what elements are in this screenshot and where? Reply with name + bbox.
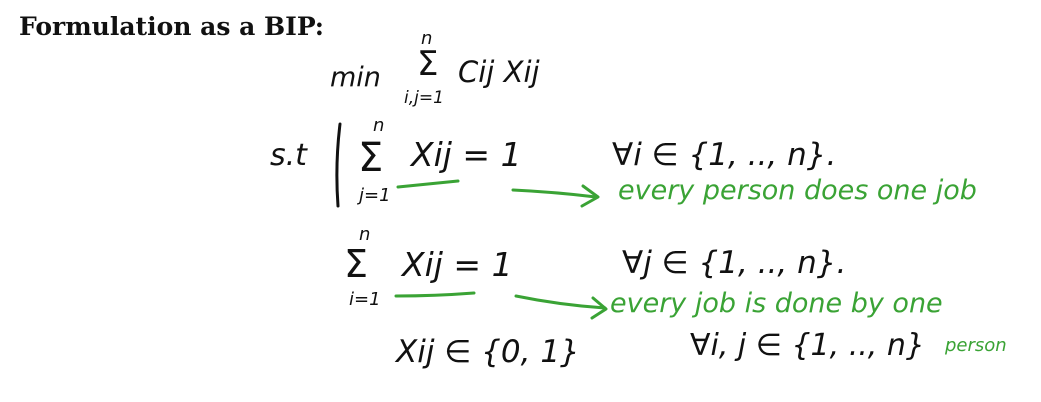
page-heading: Formulation as a BIP: [19,12,324,41]
subject-to-label: s.t [270,138,307,173]
constraint-1-underline [396,179,460,189]
constraint-1-arrowhead [580,184,600,208]
constraint-2-sum-sign: Σ [344,242,369,286]
constraint-2-underline [394,291,476,298]
constraint-2-domain: ∀j ∈ {1, .., n}. [622,245,847,281]
objective-min: min [330,62,381,93]
constraint-2-arrow [514,294,607,310]
binary-constraint-expr: Xij ∈ {0, 1} [396,334,580,370]
constraint-1-expr: Xij = 1 [411,135,522,174]
constraint-bracket [335,122,342,208]
constraint-2-arrowhead [590,296,608,320]
constraint-1-domain: ∀i ∈ {1, .., n}. [612,137,837,173]
constraint-1-sum-lower: j=1 [359,185,391,206]
constraint-2-sum-upper: n [359,224,371,245]
objective-sum-lower: i,j=1 [404,88,444,108]
constraint-2-expr: Xij = 1 [402,245,513,284]
constraint-2-annotation-line2: person [945,335,1007,356]
binary-constraint-domain: ∀i, j ∈ {1, .., n} [690,328,925,363]
constraint-2-annotation-line1: every job is done by one [610,288,943,319]
constraint-1-sum-upper: n [373,115,385,136]
constraint-1-sum-sign: Σ [358,135,384,181]
objective-sum-sign: Σ [417,44,439,84]
objective-term: Cij Xij [458,55,540,89]
constraint-1-annotation: every person does one job [618,175,977,206]
constraint-2-sum-lower: i=1 [349,289,381,310]
objective-sum-upper: n [421,28,433,49]
constraint-1-arrow [511,188,598,199]
